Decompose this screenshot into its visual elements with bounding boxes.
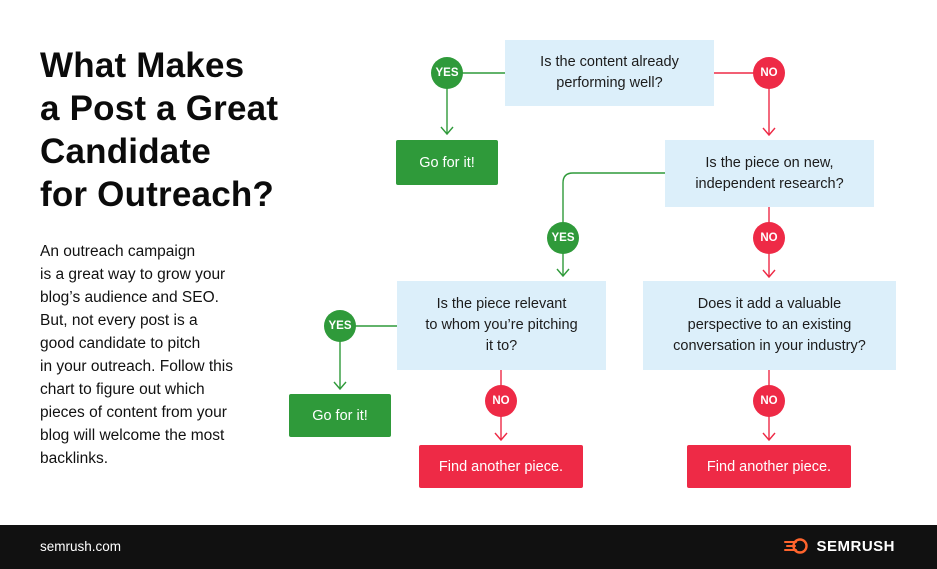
question-line: Does it add a valuable [697, 296, 842, 312]
question-line: conversation in your industry? [673, 338, 866, 354]
question-valuable-perspective: Does it add a valuable perspective to an… [643, 281, 896, 370]
yes-badge: YES [547, 222, 579, 254]
intro-line: is a great way to grow your [40, 266, 226, 283]
arrowhead [494, 432, 508, 442]
arrowhead [762, 269, 776, 279]
intro-line: blog will welcome the most [40, 427, 225, 444]
intro-line: in your outreach. Follow this [40, 358, 233, 375]
arrowhead [762, 432, 776, 442]
no-badge: NO [485, 385, 517, 417]
intro-text: An outreach campaign is a great way to g… [40, 240, 280, 470]
question-relevant-recipient: Is the piece relevant to whom you’re pit… [397, 281, 606, 370]
brand-name: SEMRUSH [816, 537, 895, 555]
arrowhead [333, 381, 347, 391]
intro-line: chart to figure out which [40, 381, 205, 398]
go-for-it-box: Go for it! [289, 394, 391, 437]
title-line: for Outreach? [40, 175, 275, 214]
flowchart: Is the content already performing well? … [289, 40, 896, 488]
title-line: a Post a Great [40, 89, 279, 128]
intro-line: But, not every post is a [40, 312, 198, 329]
connector-q2-yes [562, 172, 665, 275]
footer-bar: semrush.com SEMRUSH [0, 525, 937, 569]
semrush-fire-icon [784, 538, 809, 554]
no-badge: NO [753, 385, 785, 417]
intro-line: pieces of content from your [40, 404, 227, 421]
question-line: it to? [485, 338, 518, 354]
question-line: independent research? [695, 175, 844, 192]
yes-badge: YES [431, 57, 463, 89]
arrowhead [762, 127, 776, 137]
site-url: semrush.com [40, 539, 122, 554]
title-line: What Makes [40, 46, 245, 85]
yes-badge: YES [324, 310, 356, 342]
question-line: Is the piece relevant [436, 296, 567, 312]
arrowhead [440, 126, 454, 136]
title-line: Candidate [40, 132, 211, 171]
intro-line: backlinks. [40, 450, 109, 467]
question-line: to whom you’re pitching [425, 317, 578, 333]
intro-line: good candidate to pitch [40, 335, 201, 352]
intro-line: blog’s audience and SEO. [40, 289, 219, 306]
question-content-performing: Is the content already performing well? [505, 40, 714, 106]
question-line: perspective to an existing [687, 317, 852, 333]
intro-line: An outreach campaign [40, 243, 196, 260]
page-title: What Makes a Post a Great Candidate for … [40, 44, 320, 216]
semrush-logo: SEMRUSH [784, 537, 895, 555]
question-line: Is the piece on new, [705, 154, 834, 171]
no-badge: NO [753, 57, 785, 89]
go-for-it-box: Go for it! [396, 140, 498, 185]
arrowhead [556, 268, 570, 278]
question-new-research: Is the piece on new, independent researc… [665, 140, 874, 207]
question-line: Is the content already [540, 54, 679, 70]
find-another-piece-box: Find another piece. [419, 445, 583, 488]
find-another-piece-box: Find another piece. [687, 445, 851, 488]
question-line: performing well? [556, 75, 663, 91]
no-badge: NO [753, 222, 785, 254]
